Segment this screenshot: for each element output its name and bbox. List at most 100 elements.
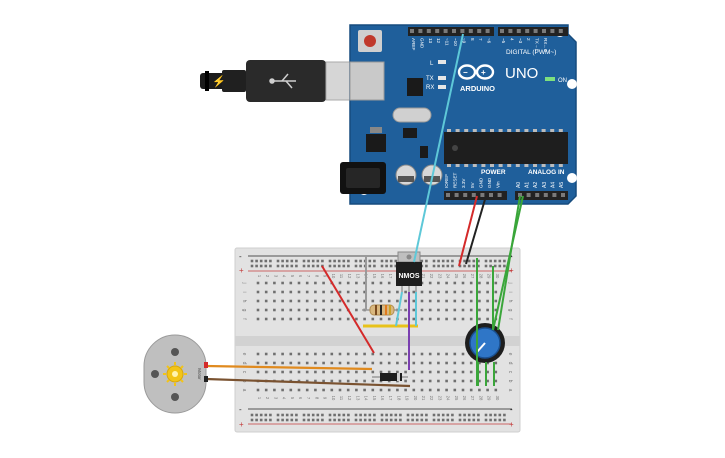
breadboard-hole[interactable] <box>498 259 502 263</box>
header-pin[interactable] <box>558 29 563 33</box>
breadboard-hole[interactable] <box>371 370 375 374</box>
header-pin[interactable] <box>489 193 493 197</box>
breadboard-hole[interactable] <box>463 413 466 417</box>
header-pin[interactable] <box>535 193 540 197</box>
breadboard-hole[interactable] <box>285 413 289 417</box>
breadboard-hole[interactable] <box>373 259 376 263</box>
breadboard-hole[interactable] <box>338 281 342 285</box>
breadboard-hole[interactable] <box>311 413 315 417</box>
breadboard-hole[interactable] <box>355 379 358 383</box>
breadboard-hole[interactable] <box>467 264 471 268</box>
breadboard-hole[interactable] <box>371 317 375 321</box>
breadboard-hole[interactable] <box>321 413 324 417</box>
dc-motor[interactable]: Motor <box>143 334 208 414</box>
breadboard-hole[interactable] <box>453 290 457 294</box>
breadboard-hole[interactable] <box>486 379 489 383</box>
breadboard-hole[interactable] <box>333 264 336 268</box>
breadboard-hole[interactable] <box>363 361 366 365</box>
breadboard-hole[interactable] <box>494 290 498 294</box>
breadboard-hole[interactable] <box>420 413 424 417</box>
breadboard-hole[interactable] <box>428 361 432 365</box>
breadboard-hole[interactable] <box>373 413 376 417</box>
breadboard-hole[interactable] <box>453 379 457 383</box>
breadboard-hole[interactable] <box>445 361 448 365</box>
breadboard-hole[interactable] <box>363 281 366 285</box>
breadboard-hole[interactable] <box>446 413 450 417</box>
breadboard-hole[interactable] <box>420 259 424 263</box>
breadboard-hole[interactable] <box>305 281 309 285</box>
breadboard-hole[interactable] <box>411 418 414 422</box>
breadboard-hole[interactable] <box>330 290 334 294</box>
breadboard-hole[interactable] <box>477 418 480 422</box>
breadboard-hole[interactable] <box>387 388 391 392</box>
breadboard-hole[interactable] <box>420 290 424 294</box>
breadboard-hole[interactable] <box>469 379 473 383</box>
breadboard-hole[interactable] <box>338 317 342 321</box>
breadboard-hole[interactable] <box>281 308 284 312</box>
breadboard-hole[interactable] <box>346 290 350 294</box>
resistor[interactable] <box>362 304 402 316</box>
breadboard-hole[interactable] <box>420 361 424 365</box>
breadboard-hole[interactable] <box>289 290 293 294</box>
breadboard-hole[interactable] <box>428 290 432 294</box>
breadboard-hole[interactable] <box>250 259 254 263</box>
breadboard-hole[interactable] <box>493 413 497 417</box>
breadboard-hole[interactable] <box>338 388 342 392</box>
breadboard-hole[interactable] <box>256 281 260 285</box>
breadboard-hole[interactable] <box>394 264 398 268</box>
breadboard-hole[interactable] <box>404 352 407 356</box>
breadboard-hole[interactable] <box>273 361 276 365</box>
breadboard-hole[interactable] <box>379 370 383 374</box>
breadboard-hole[interactable] <box>337 259 341 263</box>
breadboard-hole[interactable] <box>305 379 309 383</box>
breadboard-hole[interactable] <box>406 413 410 417</box>
header-pin[interactable] <box>500 29 504 33</box>
breadboard-hole[interactable] <box>347 264 350 268</box>
breadboard-hole[interactable] <box>269 418 272 422</box>
breadboard-hole[interactable] <box>316 259 320 263</box>
breadboard-hole[interactable] <box>453 370 457 374</box>
breadboard-hole[interactable] <box>484 413 488 417</box>
breadboard-hole[interactable] <box>305 361 309 365</box>
breadboard-hole[interactable] <box>355 299 358 303</box>
breadboard-hole[interactable] <box>338 352 342 356</box>
breadboard-hole[interactable] <box>394 413 398 417</box>
breadboard-hole[interactable] <box>355 317 358 321</box>
breadboard-hole[interactable] <box>445 317 448 321</box>
breadboard-hole[interactable] <box>305 370 309 374</box>
breadboard-hole[interactable] <box>302 413 306 417</box>
breadboard-hole[interactable] <box>256 308 260 312</box>
wire-red-supply[interactable] <box>321 265 375 354</box>
breadboard-hole[interactable] <box>322 352 325 356</box>
breadboard-hole[interactable] <box>420 379 424 383</box>
breadboard-hole[interactable] <box>428 281 432 285</box>
header-pin[interactable] <box>497 193 502 197</box>
breadboard-hole[interactable] <box>387 317 391 321</box>
breadboard-hole[interactable] <box>387 299 391 303</box>
breadboard-hole[interactable] <box>428 379 432 383</box>
breadboard-hole[interactable] <box>498 418 502 422</box>
breadboard-hole[interactable] <box>346 361 350 365</box>
breadboard-hole[interactable] <box>494 388 498 392</box>
wire-cyan-gate[interactable] <box>395 291 403 327</box>
breadboard-hole[interactable] <box>337 413 341 417</box>
breadboard-hole[interactable] <box>289 370 293 374</box>
breadboard-hole[interactable] <box>379 352 383 356</box>
breadboard-hole[interactable] <box>295 259 298 263</box>
breadboard-hole[interactable] <box>264 290 268 294</box>
breadboard-hole[interactable] <box>453 308 457 312</box>
breadboard-hole[interactable] <box>467 259 471 263</box>
breadboard-hole[interactable] <box>368 413 372 417</box>
breadboard-hole[interactable] <box>428 388 432 392</box>
breadboard-hole[interactable] <box>355 290 358 294</box>
breadboard-hole[interactable] <box>469 281 473 285</box>
breadboard-hole[interactable] <box>437 317 440 321</box>
breadboard-hole[interactable] <box>338 379 342 383</box>
breadboard-hole[interactable] <box>359 418 362 422</box>
breadboard-hole[interactable] <box>330 388 334 392</box>
header-pin[interactable] <box>443 29 448 33</box>
breadboard-hole[interactable] <box>437 379 440 383</box>
breadboard-hole[interactable] <box>302 264 306 268</box>
wire-cyan-signal[interactable] <box>413 33 464 263</box>
breadboard-hole[interactable] <box>363 413 367 417</box>
